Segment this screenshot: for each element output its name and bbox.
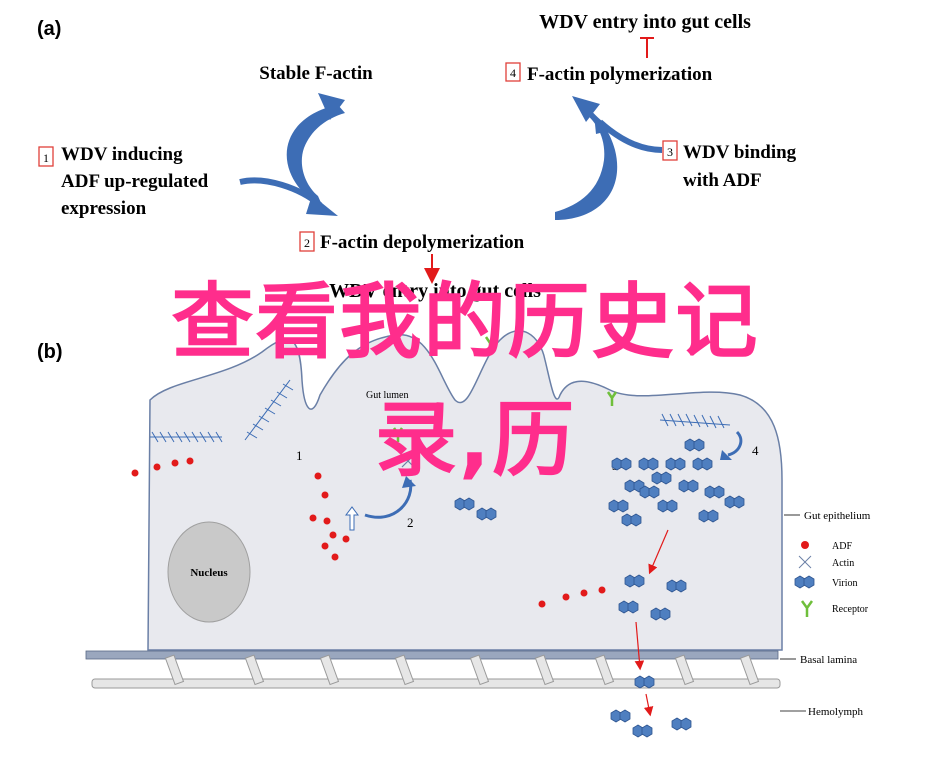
left-cycle-arrow-icon	[239, 93, 345, 216]
top-title: WDV entry into gut cells	[539, 11, 751, 33]
b-num-1: 1	[296, 448, 303, 463]
basal-struts	[164, 654, 760, 686]
legend-adf: ADF	[832, 541, 852, 552]
adf-dots	[131, 457, 606, 608]
step3-number: 3	[667, 145, 673, 159]
arrow-head	[402, 476, 416, 488]
legend: ADF Actin Virion Receptor	[794, 541, 869, 617]
bottom-title: WDV entry into gut cells	[329, 280, 541, 302]
basal-lamina-bar	[85, 650, 779, 660]
arrow-head	[720, 450, 732, 460]
overlay-text-line1: 查看我的历史记	[171, 275, 760, 370]
hemolymph-label: Hemolymph	[808, 706, 863, 718]
red-dot-icon	[801, 541, 809, 549]
step1-line2: ADF up-regulated	[61, 171, 209, 192]
right-cycle-arrow-icon	[555, 96, 663, 220]
step4-number: 4	[510, 66, 516, 80]
step4-box	[505, 62, 521, 82]
step1-line1: WDV inducing	[61, 144, 183, 165]
actin-cross	[401, 454, 415, 468]
stable-f-actin: Stable F-actin	[259, 63, 373, 84]
basal-lamina-label: Basal lamina	[800, 654, 857, 666]
step3-line1: WDV binding	[683, 142, 797, 163]
receptor-icon	[800, 600, 814, 617]
b-num-2: 2	[407, 515, 414, 530]
panel-b-label: (b)	[37, 341, 63, 363]
virion-icon	[794, 575, 815, 589]
step2-label: F-actin depolymerization	[320, 232, 525, 253]
step1-box	[38, 146, 54, 167]
cross-icon	[798, 555, 812, 569]
hemolymph-bar	[91, 678, 781, 689]
nucleus	[167, 521, 251, 623]
inhibition-mark	[640, 37, 654, 58]
virion-path-arrows	[634, 529, 669, 717]
legend-receptor: Receptor	[832, 604, 869, 615]
legend-virion: Virion	[832, 578, 858, 589]
b-num-4: 4	[752, 443, 759, 458]
step2-number: 2	[304, 236, 310, 250]
step1-line3: expression	[61, 198, 147, 219]
panel-a-label: (a)	[37, 18, 61, 40]
step3-box	[662, 140, 678, 161]
hollow-up-arrow-icon	[345, 506, 359, 531]
gut-lumen-label: Gut lumen	[366, 390, 409, 401]
nucleus-label: Nucleus	[190, 567, 228, 579]
step1-number: 1	[43, 151, 49, 165]
actin-filaments	[150, 379, 731, 443]
step4-label: F-actin polymerization	[527, 64, 713, 85]
gut-epithelium-label: Gut epithelium	[804, 510, 871, 522]
receptors	[392, 336, 618, 442]
step2-box	[299, 231, 315, 252]
overlay-text-line2: 录,历	[374, 393, 577, 488]
step3-line2: with ADF	[683, 170, 762, 191]
legend-actin: Actin	[832, 558, 854, 569]
gut-epithelium-cell	[147, 329, 783, 651]
